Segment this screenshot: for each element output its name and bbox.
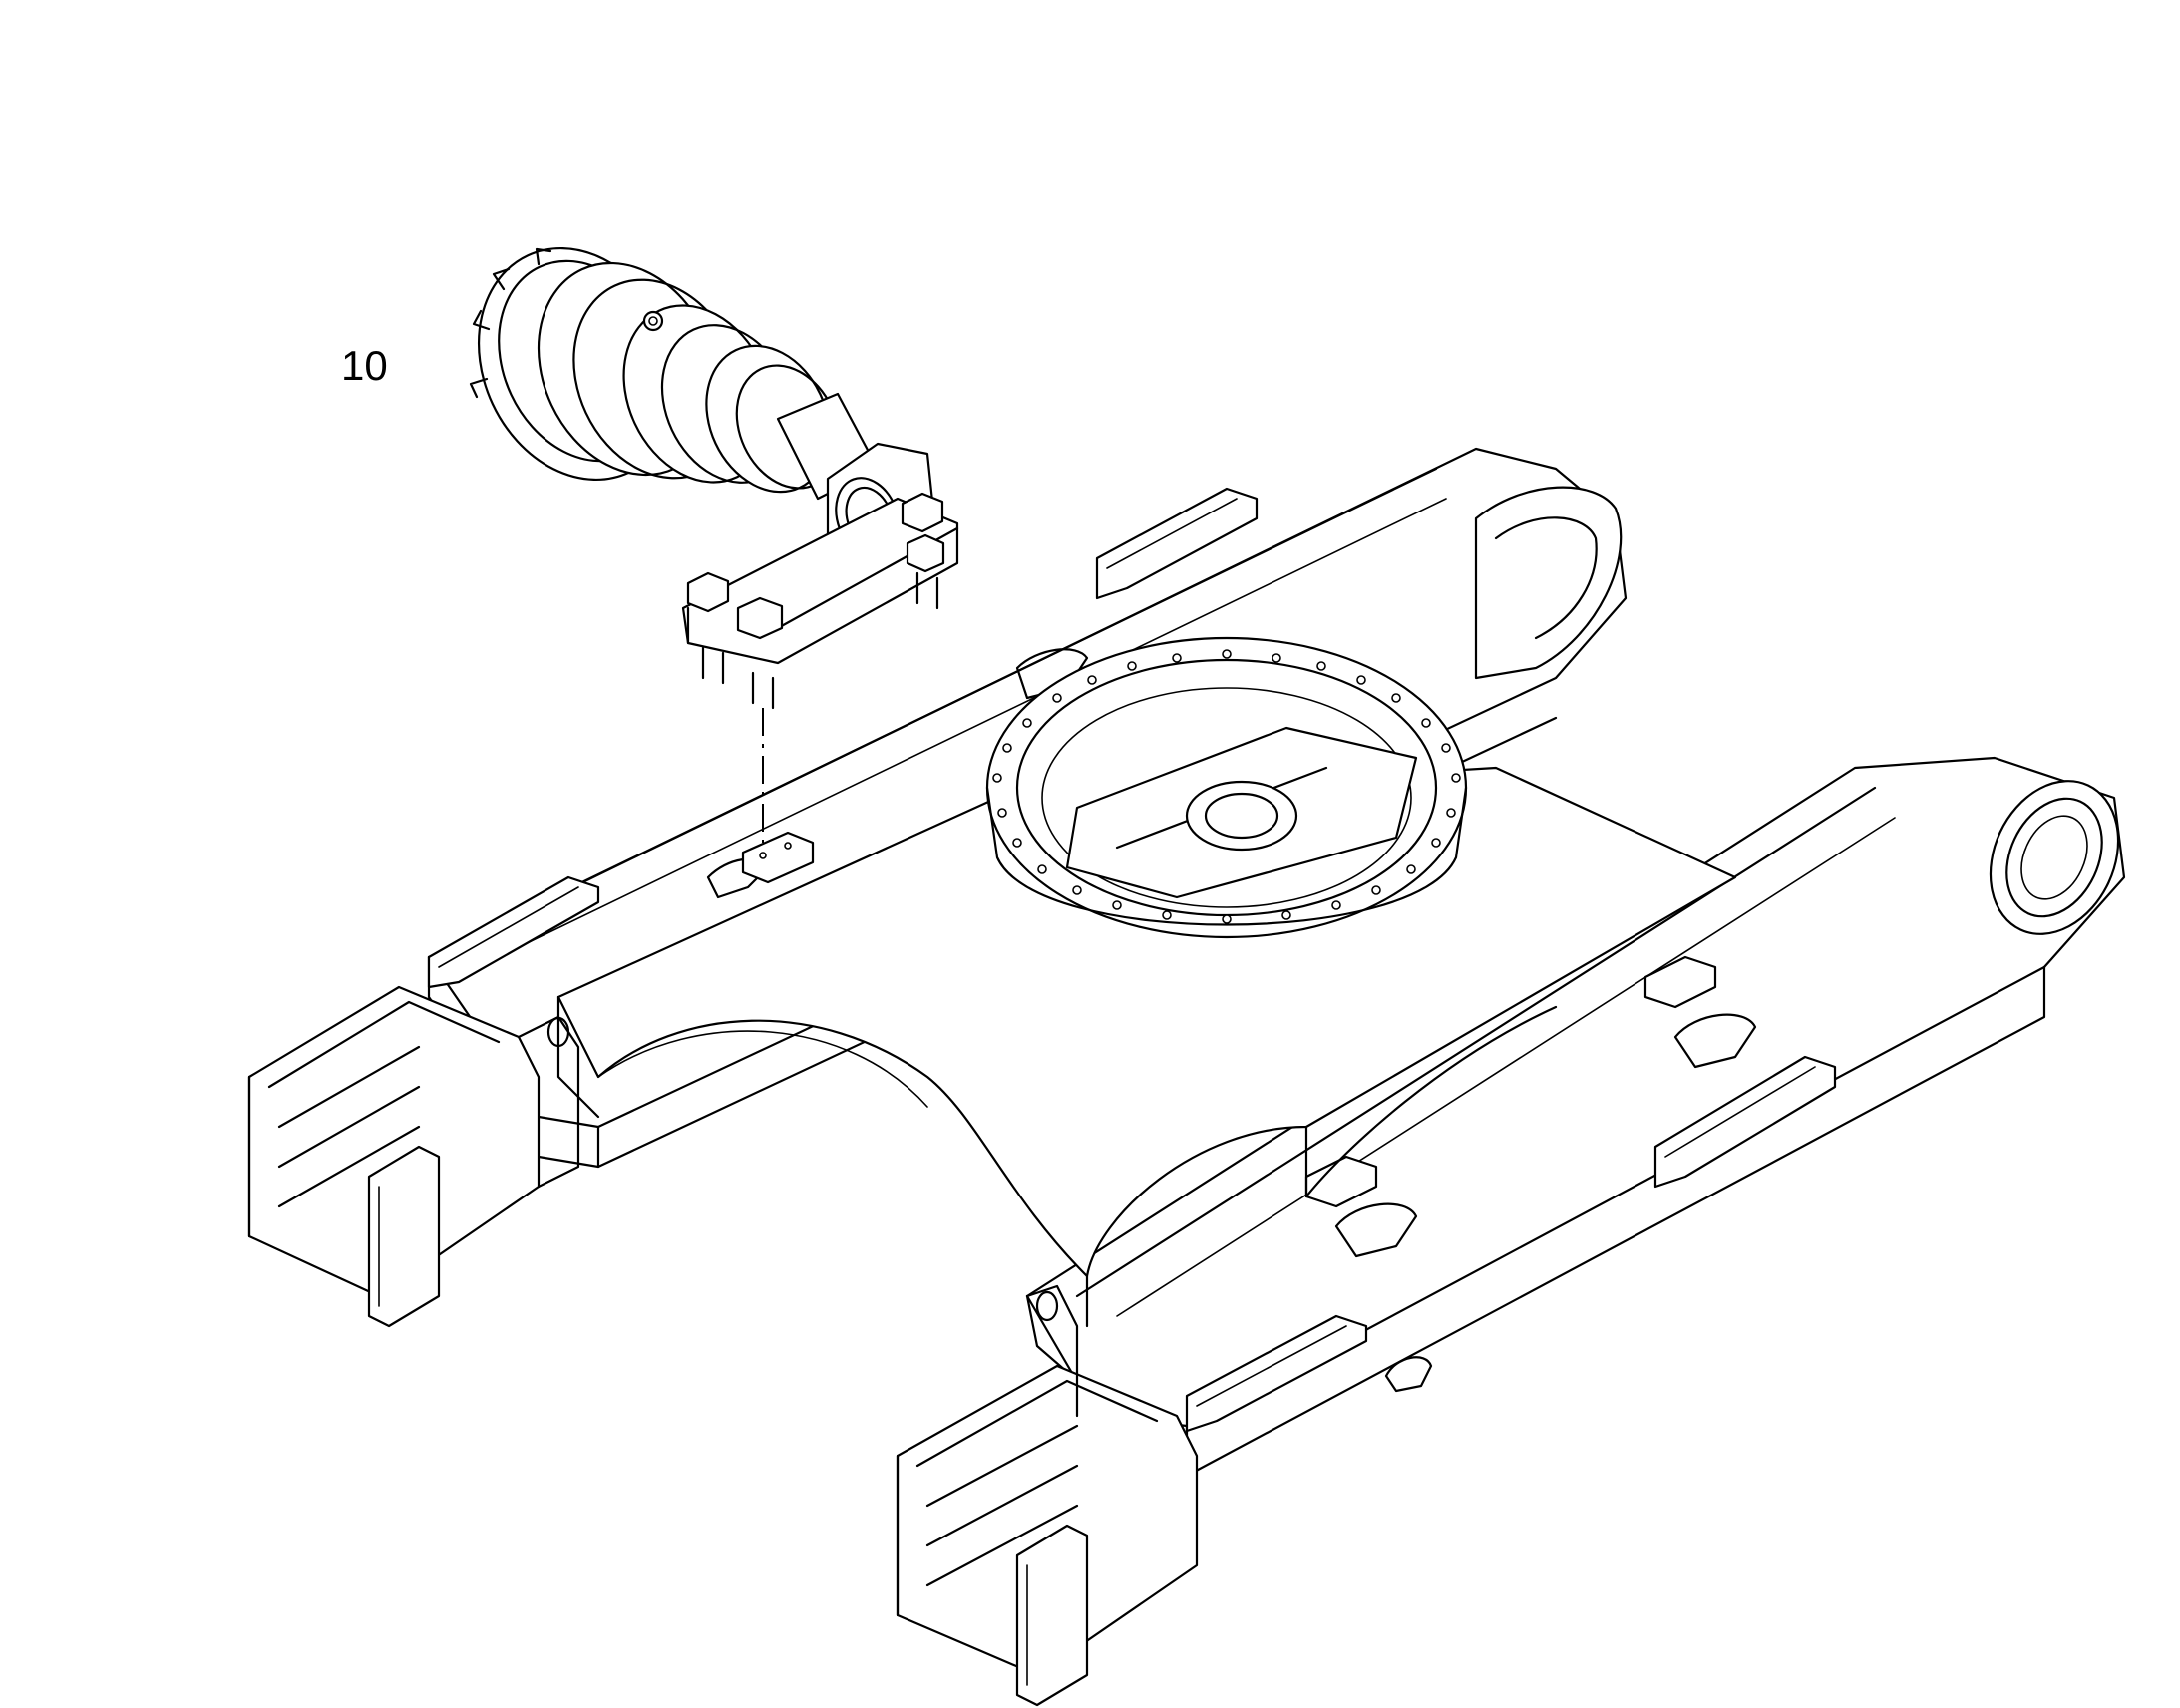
- callout-number: 10: [341, 342, 388, 389]
- left-frame-end: [247, 985, 580, 1328]
- mounting-bolts: [686, 492, 945, 710]
- right-frame-end: [896, 1284, 1199, 1707]
- undercarriage-frame-icon: [247, 447, 2126, 1707]
- right-track-frame: [1025, 756, 2126, 1478]
- center-frame: [556, 766, 1737, 1328]
- roller-mount-pad: [741, 831, 815, 884]
- ring-bolt-holes: [992, 649, 1461, 924]
- swing-bearing-ring: [985, 636, 1468, 939]
- carrier-roller-icon: [469, 246, 959, 843]
